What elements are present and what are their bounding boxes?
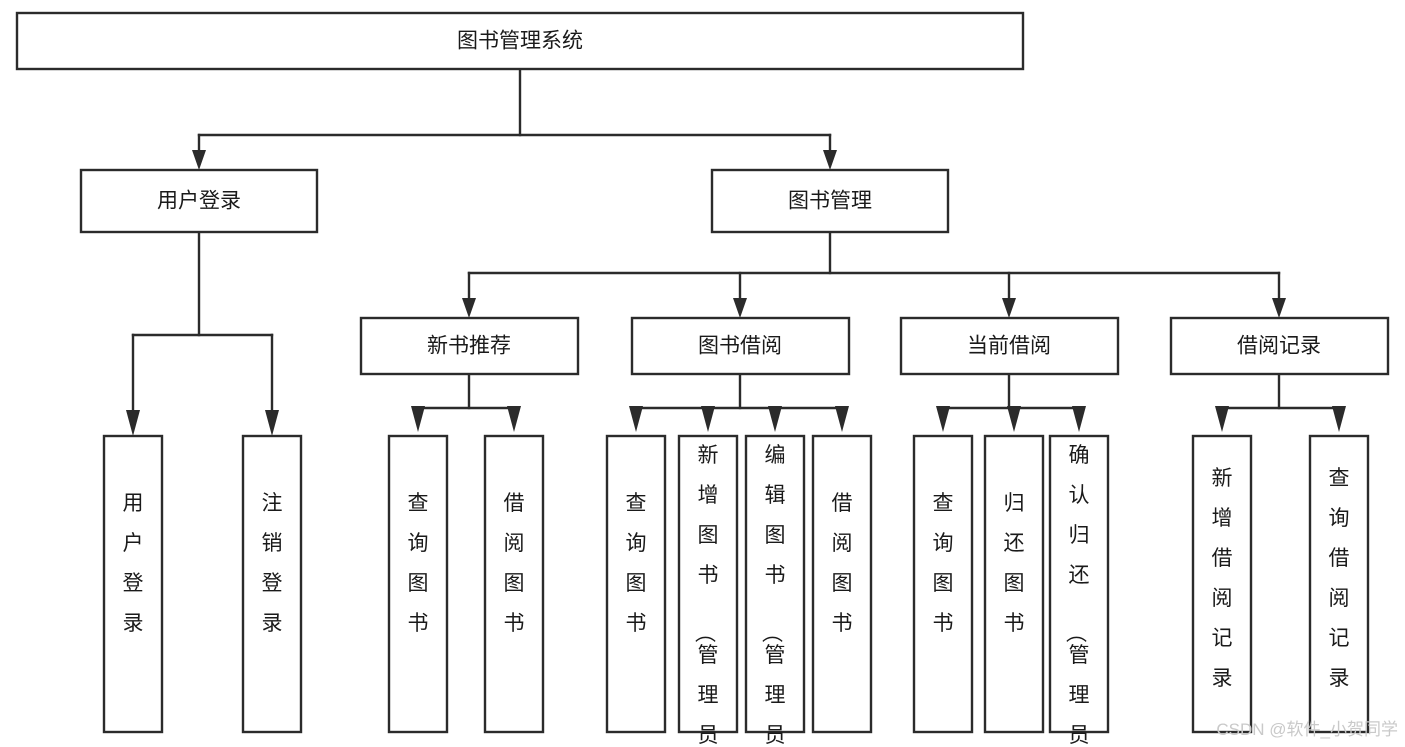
node-leaf-borrow-book-2-label: 借阅图书 bbox=[832, 492, 853, 635]
arrowhead-to-leaf-return-book bbox=[1007, 406, 1021, 432]
arrowhead-to-leaf-edit-book bbox=[768, 406, 782, 432]
arrowhead-to-user-login bbox=[192, 150, 206, 170]
node-leaf-add-record[interactable]: 新增借阅记录 bbox=[1191, 434, 1253, 734]
arrowhead-to-leaf-add-book bbox=[701, 406, 715, 432]
node-leaf-user-login-label: 用户登录 bbox=[123, 492, 144, 635]
node-book-borrow[interactable]: 图书借阅 bbox=[630, 316, 851, 376]
node-leaf-edit-book-box[interactable] bbox=[744, 434, 806, 734]
arrowhead-to-book-manage bbox=[823, 150, 837, 170]
arrowhead-to-borrow-record bbox=[1272, 298, 1286, 318]
node-leaf-add-book[interactable]: 新增图书（管理员） bbox=[677, 434, 739, 747]
arrowhead-to-leaf-confirm-return bbox=[1072, 406, 1086, 432]
node-leaf-query-book-2-label: 查询图书 bbox=[626, 492, 647, 635]
node-leaf-confirm-return[interactable]: 确认归还（管理员） bbox=[1048, 434, 1110, 747]
node-leaf-user-login[interactable]: 用户登录 bbox=[102, 434, 164, 734]
node-leaf-user-logout-box[interactable] bbox=[241, 434, 303, 734]
csdn-watermark: CSDN @软件_小贺同学 bbox=[1216, 720, 1398, 739]
node-borrow-record-box[interactable] bbox=[1169, 316, 1390, 376]
arrowhead-to-leaf-borrow-book-2 bbox=[835, 406, 849, 432]
arrowhead-to-book-borrow bbox=[733, 298, 747, 318]
node-leaf-return-book[interactable]: 归还图书 bbox=[983, 434, 1045, 734]
arrowhead-to-leaf-add-record bbox=[1215, 406, 1229, 432]
node-leaf-user-logout-label: 注销登录 bbox=[262, 492, 283, 635]
node-book-manage[interactable]: 图书管理 bbox=[710, 168, 950, 234]
node-book-manage-box[interactable] bbox=[710, 168, 950, 234]
node-leaf-query-record-box[interactable] bbox=[1308, 434, 1370, 734]
node-leaf-add-book-label: 新增图书（管理员） bbox=[693, 444, 719, 747]
node-leaf-query-book-3[interactable]: 查询图书 bbox=[912, 434, 974, 734]
arrowhead-to-leaf-query-record bbox=[1332, 406, 1346, 432]
node-root-box[interactable] bbox=[15, 11, 1025, 71]
node-leaf-query-book-3-box[interactable] bbox=[912, 434, 974, 734]
arrowhead-to-leaf-borrow-book-1 bbox=[507, 406, 521, 432]
node-new-book-recommend-box[interactable] bbox=[359, 316, 580, 376]
node-current-borrow-label: 当前借阅 bbox=[967, 335, 1051, 358]
node-leaf-user-logout[interactable]: 注销登录 bbox=[241, 434, 303, 734]
arrowhead-to-leaf-query-book-1 bbox=[411, 406, 425, 432]
arrowhead-to-leaf-query-book-3 bbox=[936, 406, 950, 432]
node-leaf-confirm-return-box[interactable] bbox=[1048, 434, 1110, 734]
node-book-borrow-label: 图书借阅 bbox=[698, 335, 782, 358]
node-borrow-record[interactable]: 借阅记录 bbox=[1169, 316, 1390, 376]
node-leaf-return-book-label: 归还图书 bbox=[1004, 492, 1025, 635]
arrowhead-to-leaf-query-book-2 bbox=[629, 406, 643, 432]
node-current-borrow[interactable]: 当前借阅 bbox=[899, 316, 1120, 376]
node-current-borrow-box[interactable] bbox=[899, 316, 1120, 376]
node-leaf-edit-book-label: 编辑图书（管理员） bbox=[760, 444, 786, 747]
node-leaf-query-book-1[interactable]: 查询图书 bbox=[387, 434, 449, 734]
node-leaf-query-record-label: 查询借阅记录 bbox=[1329, 467, 1350, 690]
node-leaf-borrow-book-2[interactable]: 借阅图书 bbox=[811, 434, 873, 734]
node-leaf-query-book-2-box[interactable] bbox=[605, 434, 667, 734]
node-leaf-borrow-book-2-box[interactable] bbox=[811, 434, 873, 734]
node-leaf-add-record-box[interactable] bbox=[1191, 434, 1253, 734]
arrowhead-to-current-borrow bbox=[1002, 298, 1016, 318]
arrowhead-to-recommend bbox=[462, 298, 476, 318]
node-user-login[interactable]: 用户登录 bbox=[79, 168, 319, 234]
node-leaf-borrow-book-1-label: 借阅图书 bbox=[504, 492, 525, 635]
node-leaf-query-book-2[interactable]: 查询图书 bbox=[605, 434, 667, 734]
node-book-borrow-box[interactable] bbox=[630, 316, 851, 376]
node-leaf-query-book-3-label: 查询图书 bbox=[933, 492, 954, 635]
node-leaf-query-book-1-box[interactable] bbox=[387, 434, 449, 734]
node-root[interactable]: 图书管理系统 bbox=[15, 11, 1025, 71]
node-leaf-user-login-box[interactable] bbox=[102, 434, 164, 734]
node-leaf-borrow-book-1[interactable]: 借阅图书 bbox=[483, 434, 545, 734]
node-borrow-record-label: 借阅记录 bbox=[1237, 335, 1321, 358]
node-user-login-label: 用户登录 bbox=[157, 190, 241, 213]
node-leaf-query-record[interactable]: 查询借阅记录 bbox=[1308, 434, 1370, 734]
arrow-head-layer bbox=[126, 150, 1346, 436]
node-leaf-edit-book[interactable]: 编辑图书（管理员） bbox=[744, 434, 806, 747]
node-user-login-box[interactable] bbox=[79, 168, 319, 234]
arrowhead-to-leaf-user-login bbox=[126, 410, 140, 436]
node-leaf-add-book-box[interactable] bbox=[677, 434, 739, 734]
node-new-book-recommend[interactable]: 新书推荐 bbox=[359, 316, 580, 376]
node-leaf-return-book-box[interactable] bbox=[983, 434, 1045, 734]
node-leaf-query-book-1-label: 查询图书 bbox=[408, 492, 429, 635]
node-new-book-recommend-label: 新书推荐 bbox=[427, 335, 511, 358]
arrowhead-to-leaf-user-logout bbox=[265, 410, 279, 436]
node-leaf-confirm-return-label: 确认归还（管理员） bbox=[1064, 444, 1090, 747]
node-book-manage-label: 图书管理 bbox=[788, 190, 872, 213]
node-leaf-add-record-label: 新增借阅记录 bbox=[1212, 467, 1233, 690]
node-root-label: 图书管理系统 bbox=[457, 30, 583, 53]
node-leaf-borrow-book-1-box[interactable] bbox=[483, 434, 545, 734]
